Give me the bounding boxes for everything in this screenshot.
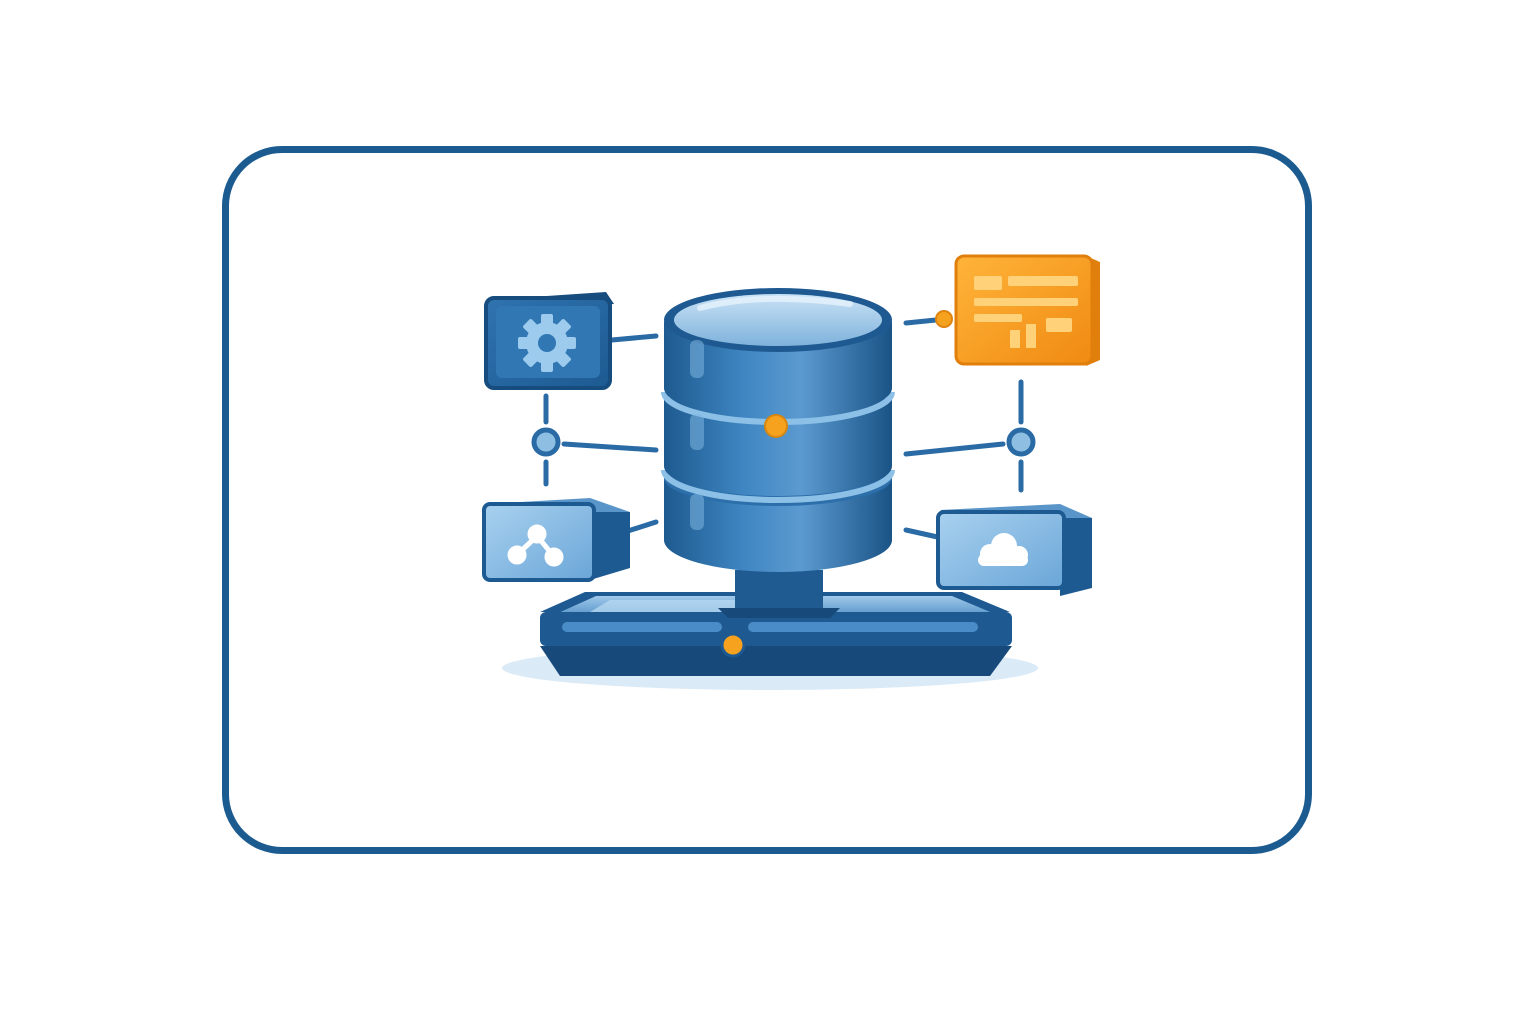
platform-status-dot [720,632,746,658]
network-module [482,498,630,582]
database-icon [661,288,895,572]
database-status-dot [764,414,788,438]
right-junction-node [1006,427,1036,457]
cloud-icon [978,533,1028,566]
orange-connector-dot [935,310,953,328]
gear-icon [518,314,576,372]
settings-module [484,292,614,390]
dashboard-module [954,254,1100,366]
share-nodes-icon [507,524,564,567]
cloud-module [936,504,1092,596]
left-junction-node [531,427,561,457]
database-stand [718,570,840,618]
base-platform [540,592,1012,676]
dashboard-panel-icon [974,276,1078,348]
